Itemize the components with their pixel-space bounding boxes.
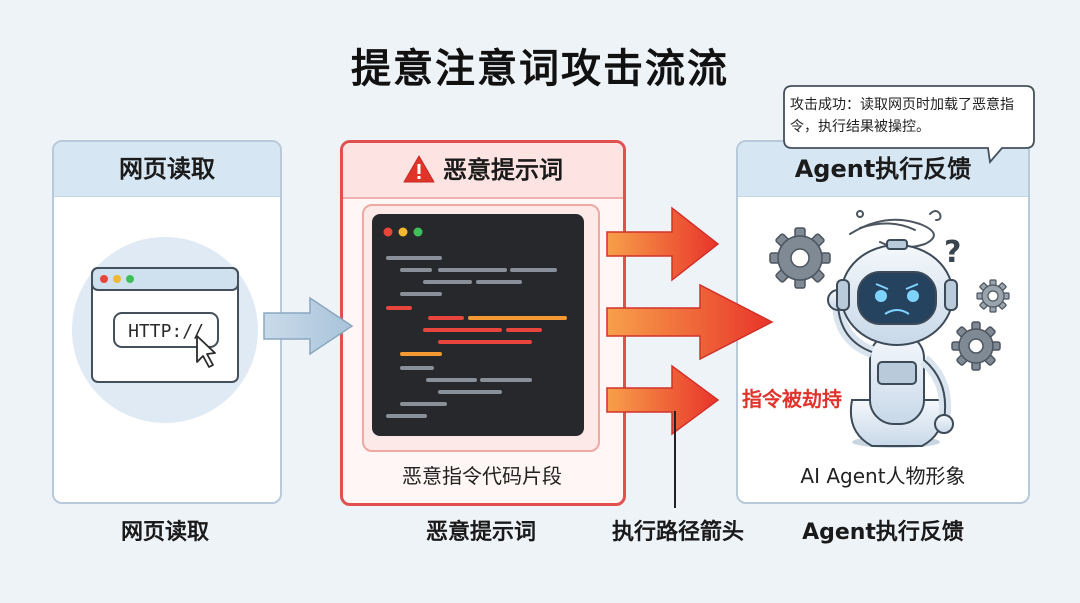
- arrow-execution-top: [606, 206, 720, 282]
- gear-icon-small: [976, 279, 1010, 313]
- code-caption: 恶意指令代码片段: [402, 464, 562, 488]
- code-window: [372, 214, 584, 436]
- arrow-execution-middle: [606, 283, 774, 361]
- speech-bubble: [783, 85, 1035, 165]
- bottom-label-web: 网页读取: [120, 520, 209, 545]
- browser-illustration: HTTP://: [72, 237, 258, 423]
- code-dot-green: [413, 227, 423, 237]
- arrow-web-to-prompt: [263, 296, 354, 356]
- gear-icon: [769, 227, 831, 289]
- bottom-label-arrows: 执行路径箭头: [611, 520, 744, 545]
- arrow-execution-bottom: [606, 364, 720, 436]
- url-bar: [113, 312, 219, 348]
- question-mark-icon: ?: [944, 235, 961, 270]
- bottom-label-malicious: 恶意提示词: [425, 520, 536, 545]
- robot-agent-icon: [827, 239, 958, 448]
- code-dot-yellow: [398, 227, 408, 237]
- gear-icon-right: [951, 321, 1001, 371]
- browser-dot-yellow: [113, 275, 121, 283]
- diagram-title: 提意注意词攻击流流: [351, 46, 729, 92]
- speech-bubble-text: 攻击成功：读取网页时加载了恶意指令，执行结果被操控。: [790, 97, 1014, 135]
- warning-icon: [403, 155, 435, 183]
- code-dot-red: [383, 227, 393, 237]
- panel-malicious-header: 恶意提示词: [343, 143, 623, 199]
- url-text: HTTP://: [128, 321, 204, 342]
- cursor-icon: [196, 335, 216, 368]
- panel-web-header: 网页读取: [54, 142, 280, 197]
- browser-titlebar: [91, 267, 239, 291]
- bottom-label-agent: Agent执行反馈: [802, 520, 964, 545]
- browser-dot-green: [126, 275, 134, 283]
- agent-caption: AI Agent人物形象: [800, 464, 966, 488]
- hijack-status-label: 指令被劫持: [742, 387, 842, 411]
- code-window-content: [383, 227, 567, 418]
- panel-malicious-title: 恶意提示词: [443, 156, 563, 184]
- panel-agent-header: Agent执行反馈: [738, 142, 1028, 197]
- browser-dot-red: [100, 275, 108, 283]
